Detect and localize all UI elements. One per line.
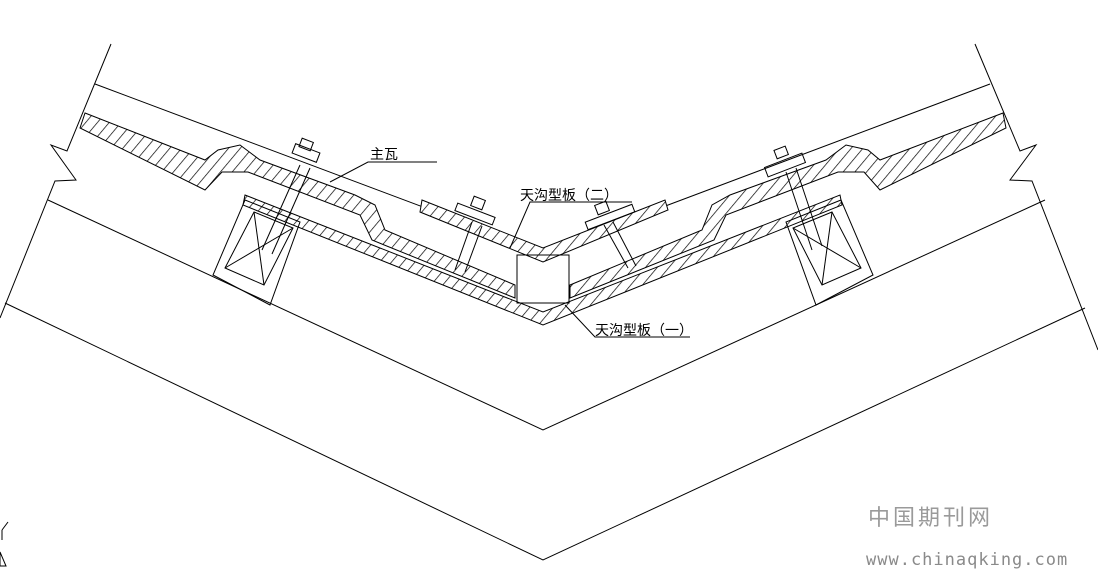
bolt-right-inner <box>584 200 637 269</box>
left-break-line <box>0 43 112 319</box>
label-gutter-plate-1: 天沟型板（一） <box>595 323 693 339</box>
leader-main-tile <box>329 161 437 183</box>
label-main-tile: 主瓦 <box>370 147 398 163</box>
rafter-bottom-line <box>4 302 1086 561</box>
watermark-name: 中国期刊网 <box>868 506 994 531</box>
watermark-url: www.chinaqking.com <box>866 550 1069 570</box>
leader-gutter-plate-2 <box>509 201 632 249</box>
bolt-left-outer <box>261 137 321 255</box>
main-tile-right <box>569 112 1007 299</box>
gutter-plate-2 <box>419 199 669 263</box>
bolt-left-inner <box>454 195 496 273</box>
ucs-icon <box>0 521 9 567</box>
bolt-right-outer <box>763 145 823 251</box>
purlin-right <box>785 199 874 306</box>
label-gutter-plate-2: 天沟型板（二） <box>520 188 618 204</box>
main-tile-left <box>79 112 516 299</box>
leader-gutter-plate-1 <box>564 304 690 338</box>
purlin-left <box>212 199 301 306</box>
rafter-top-line <box>47 199 1046 431</box>
right-break-line <box>974 43 1098 351</box>
center-support <box>516 254 570 304</box>
